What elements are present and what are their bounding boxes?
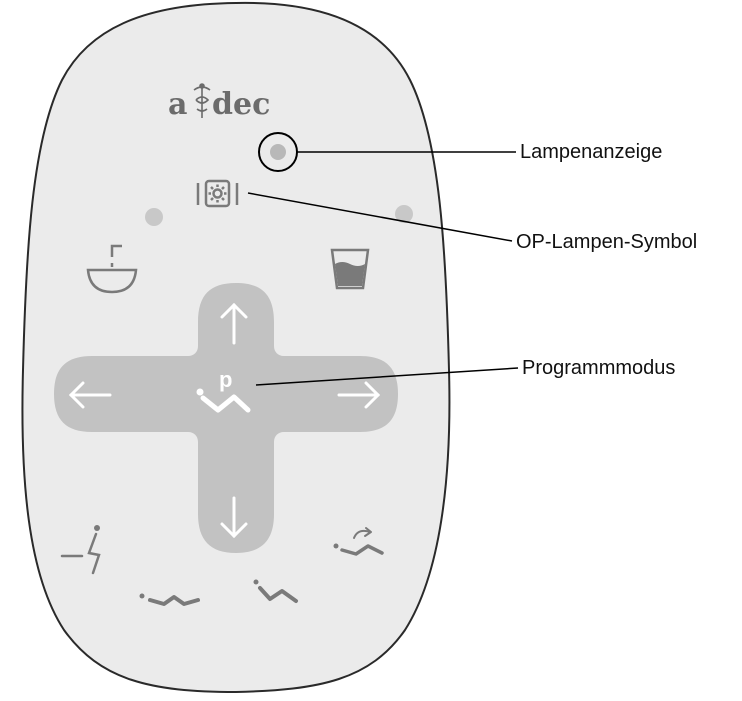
brand-logo: a dec (168, 83, 270, 122)
callout-program-mode: Programmmodus (522, 357, 676, 379)
program-chair-icon[interactable]: p (196, 367, 251, 413)
arrow-right-icon[interactable] (337, 381, 381, 409)
arrow-left-icon[interactable] (68, 381, 112, 409)
op-lamp-icon[interactable] (196, 179, 239, 208)
brand-text-right: dec (212, 87, 270, 122)
cup-fill-icon[interactable] (330, 248, 370, 290)
cuspidor-led (145, 208, 163, 226)
callout-lamp-indicator: Lampenanzeige (520, 141, 663, 163)
direction-cross (54, 283, 398, 553)
cup-fill-led (395, 205, 413, 223)
entry-exit-icon[interactable] (60, 525, 101, 575)
callout-op-lamp-symbol: OP-Lampen-Symbol (516, 231, 698, 253)
recline-position-icon[interactable] (253, 579, 298, 603)
callout-line-program-mode (255, 367, 519, 386)
program-key-label: p (219, 367, 232, 392)
arrow-down-icon[interactable] (220, 496, 248, 539)
lamp-indicator-led (270, 144, 286, 160)
callout-line-op-lamp-symbol (247, 192, 513, 242)
brand-text-left: a (168, 87, 187, 122)
caduceus-icon (193, 83, 211, 118)
cuspidor-fill-icon[interactable] (86, 244, 138, 294)
supine-position-icon[interactable] (139, 593, 200, 606)
arrow-up-icon[interactable] (220, 302, 248, 345)
last-position-icon[interactable] (333, 527, 384, 556)
